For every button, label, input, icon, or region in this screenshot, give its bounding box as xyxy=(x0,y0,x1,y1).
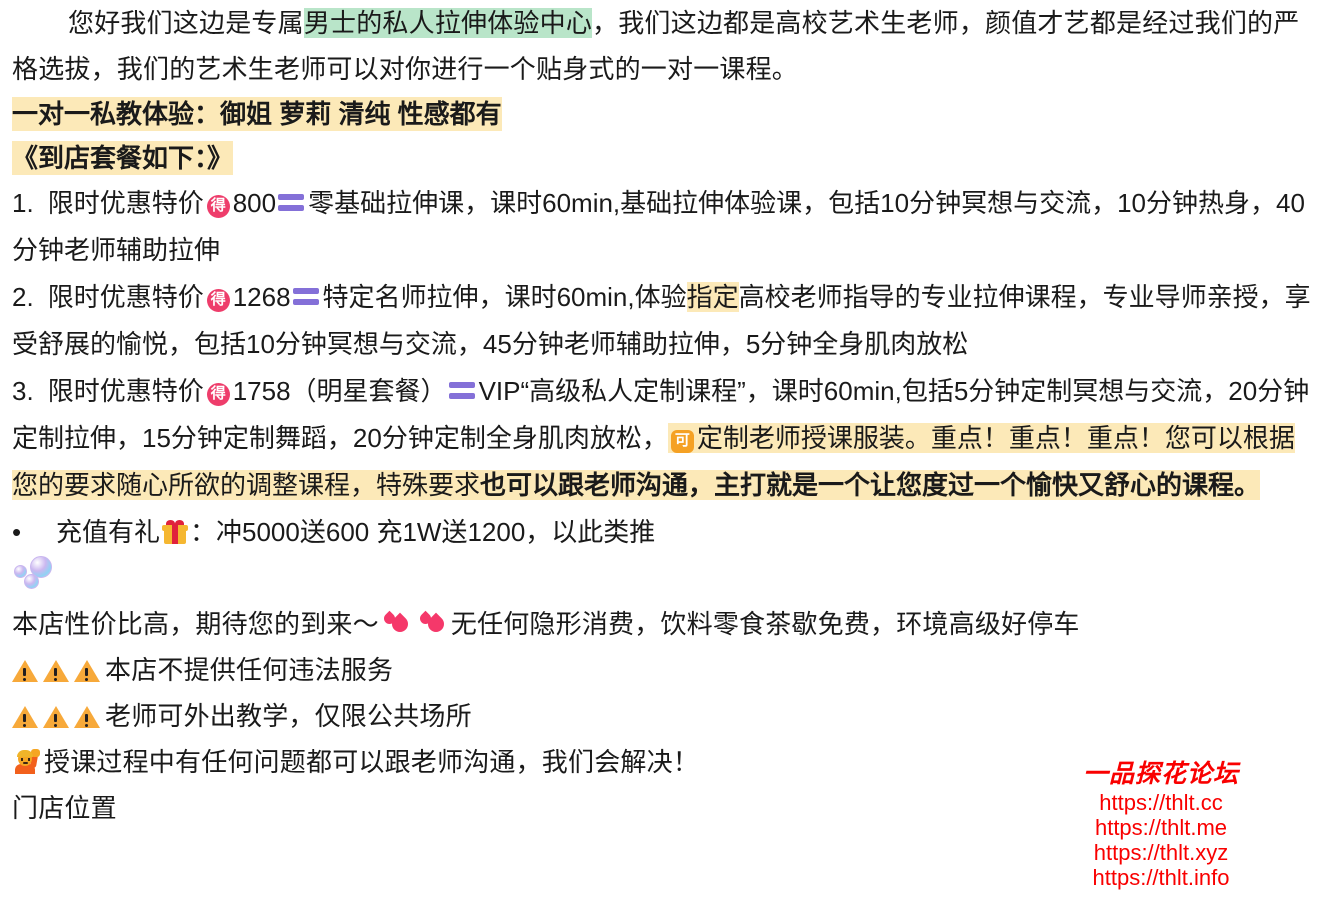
bubbles-line xyxy=(0,555,1326,601)
support-line: 授课过程中有任何问题都可以跟老师沟通，我们会解决！ xyxy=(0,739,1326,785)
package-2-label: 限时优惠特价 xyxy=(47,282,204,312)
recharge-bullet-line: • 充值有礼 ：冲5000送600 充1W送1200，以此类推 xyxy=(0,509,1326,555)
warning-icon xyxy=(74,659,100,682)
intro-text-before: 您好我们这边是专属 xyxy=(68,8,304,38)
heading-packages-text: 《到店套餐如下：》 xyxy=(12,141,234,175)
revolving-hearts-icon xyxy=(381,610,412,636)
support-text: 授课过程中有任何问题都可以跟老师沟通，我们会解决！ xyxy=(44,747,700,777)
warning-icon xyxy=(12,705,38,728)
package-2-number: 2. xyxy=(12,282,34,312)
package-2-detail-after: 高校老师指导的专业拉伸课程，专业导师亲授，享受舒展的愉悦，包括10分钟冥想与交流… xyxy=(12,282,1311,359)
package-1-price: 800 xyxy=(232,188,277,218)
package-3-label: 限时优惠特价 xyxy=(47,376,204,406)
gift-icon xyxy=(162,520,189,544)
revolving-hearts-icon xyxy=(417,610,448,636)
notice-2-text: 老师可外出教学，仅限公共场所 xyxy=(105,701,472,731)
package-3-detail-part1: ，课时60min,包括5分钟定制冥想与交流，20分钟定制拉伸，15分钟定制舞蹈，… xyxy=(12,376,1310,453)
ke-badge-icon: 可 xyxy=(670,430,694,453)
package-1-label: 限时优惠特价 xyxy=(47,188,204,218)
package-2-detail-highlight: 指定 xyxy=(686,282,739,312)
de-badge-icon: 得 xyxy=(206,383,230,406)
notice-line-1: 本店不提供任何违法服务 xyxy=(0,647,1326,693)
closing-line: 本店性价比高，期待您的到来～ 无任何隐形消费，饮料零食茶歇免费，环境高级好停车 xyxy=(0,601,1326,647)
heading-service-types: 一对一私教体验：御姐 萝莉 清纯 性感都有 xyxy=(0,92,1326,136)
intro-paragraph: 您好我们这边是专属男士的私人拉伸体验中心，我们这边都是高校艺术生老师，颜值才艺都… xyxy=(0,0,1326,92)
package-2-title: 特定名师拉伸 xyxy=(322,282,479,312)
watermark-url: https://thlt.info xyxy=(1092,865,1230,890)
watermark-title: 一品探花论坛 xyxy=(1082,761,1239,788)
package-1-title: 零基础拉伸课 xyxy=(308,188,465,218)
watermark: 一品探花论坛 https://thlt.cc https://thlt.me h… xyxy=(1056,760,1266,890)
de-badge-icon: 得 xyxy=(206,289,230,312)
warning-icon xyxy=(12,659,38,682)
equals-icon xyxy=(448,382,475,399)
notice-1-text: 本店不提供任何违法服务 xyxy=(105,655,394,685)
closing-text-after: 无任何隐形消费，饮料零食茶歇免费，环境高级好停车 xyxy=(450,609,1080,639)
package-1-number: 1. xyxy=(12,188,34,218)
recharge-text: ：冲5000送600 充1W送1200，以此类推 xyxy=(190,517,656,547)
package-3-title: VIP“高级私人定制课程” xyxy=(478,376,746,406)
location-label: 门店位置 xyxy=(12,793,117,823)
warning-icon xyxy=(74,705,100,728)
intro-text-after: ，我们这边都是高校艺术生老师，颜值才艺都是经过我们的严格选拔，我们的艺术生老师可… xyxy=(12,8,1300,84)
package-2-detail-before: ，课时60min,体验 xyxy=(478,282,687,312)
person-raising-hand-icon xyxy=(12,748,40,774)
warning-icon xyxy=(43,659,69,682)
package-3-price: 1758 xyxy=(232,376,291,406)
de-badge-icon: 得 xyxy=(206,195,230,218)
notice-line-2: 老师可外出教学，仅限公共场所 xyxy=(0,693,1326,739)
watermark-url: https://thlt.cc xyxy=(1099,790,1223,815)
recharge-label: 充值有礼 xyxy=(56,517,161,547)
heading-packages: 《到店套餐如下：》 xyxy=(0,136,1326,180)
watermark-url: https://thlt.me xyxy=(1094,815,1228,840)
closing-text-before: 本店性价比高，期待您的到来～ xyxy=(12,609,379,639)
package-3-detail-part2: 定制老师授课服装。重点！重点！重点！您可以根据您的要求随心所欲的调整课程，特殊要… xyxy=(12,423,1295,500)
package-2-price: 1268 xyxy=(232,282,291,312)
package-1-detail: ，课时60min,基础拉伸体验课，包括10分钟冥想与交流，10分钟热身，40分钟… xyxy=(12,188,1305,265)
watermark-url: https://thlt.xyz xyxy=(1093,840,1229,865)
intro-highlight-green: 男士的私人拉伸体验中心 xyxy=(303,8,593,38)
bullet-dot-icon: • xyxy=(12,517,22,547)
bubbles-icon xyxy=(12,556,58,590)
equals-icon xyxy=(292,288,319,305)
warning-icon xyxy=(43,705,69,728)
package-3-price-note: （明星套餐） xyxy=(290,376,447,406)
package-3-detail-bold: 也可以跟老师沟通，主打就是一个让您度过一个愉快又舒心的课程。 xyxy=(480,470,1261,500)
package-3-number: 3. xyxy=(12,376,34,406)
equals-icon xyxy=(278,194,305,211)
heading-service-types-text: 一对一私教体验：御姐 萝莉 清纯 性感都有 xyxy=(12,97,502,131)
